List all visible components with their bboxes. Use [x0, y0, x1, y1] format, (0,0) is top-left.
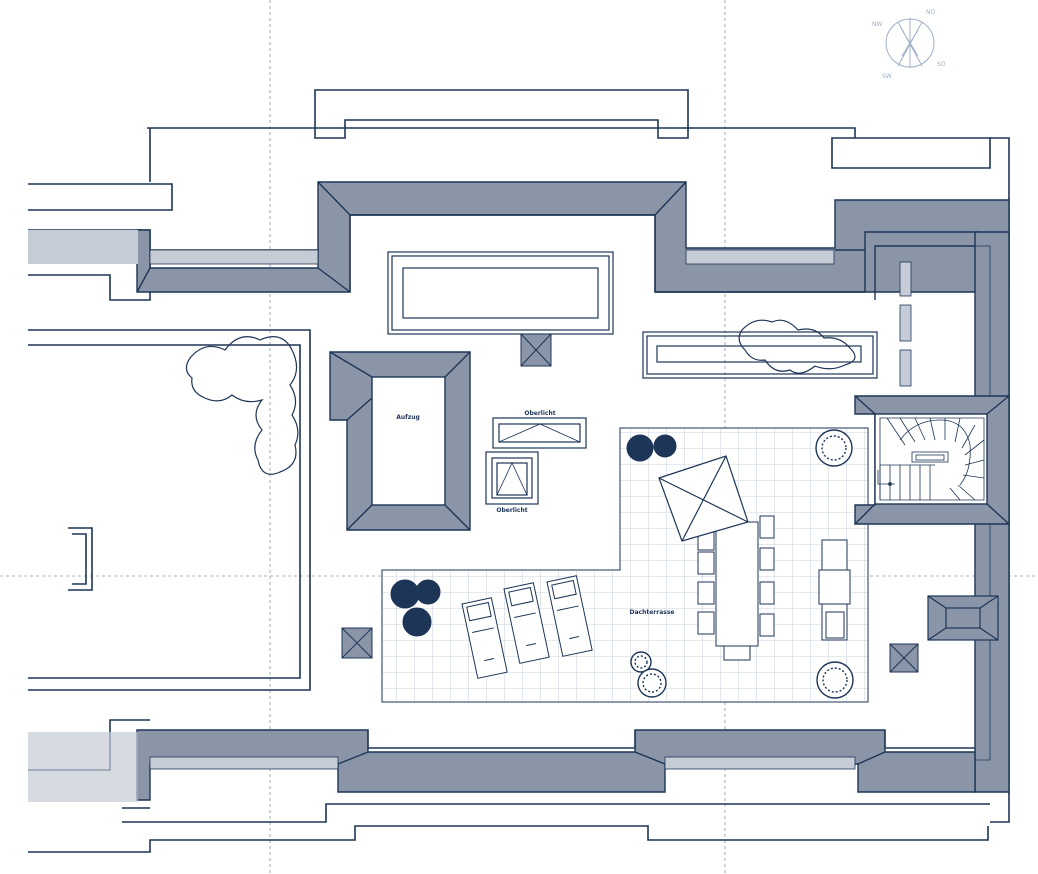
shrub-cluster-left: [390, 579, 441, 637]
chimney: [927, 595, 999, 641]
elevator-label: Aufzug: [396, 414, 420, 421]
compass-sw: SW: [882, 73, 892, 80]
compass-labels: NW NO SW SO: [872, 9, 946, 80]
shrub-cluster-terrace-top: [626, 434, 677, 462]
skylight-top-label: Oberlicht: [524, 410, 555, 417]
parasol: [658, 455, 749, 542]
outdoor-kitchen: [818, 539, 851, 641]
roof-vents: [341, 333, 919, 673]
terrace-label: Dachterrasse: [630, 609, 675, 616]
compass-nw: NW: [872, 21, 882, 28]
skylight-top: [492, 417, 587, 449]
skylight-bottom: [485, 451, 539, 505]
sun-loungers: [461, 575, 593, 679]
round-planters: [630, 429, 854, 699]
planter-box: [642, 331, 878, 379]
shrubs: [390, 434, 677, 637]
compass-no: NO: [926, 9, 935, 16]
tree-outlines: [185, 319, 856, 475]
rooftop-unit: [387, 251, 614, 335]
dining-table: [697, 515, 775, 661]
compass-so: SO: [937, 61, 946, 68]
stair-core: [854, 395, 1010, 525]
elevator-shaft: [329, 351, 471, 531]
roof-bands: [28, 181, 1010, 802]
window-strips: [899, 261, 912, 387]
skylight-bottom-label: Oberlicht: [496, 507, 527, 514]
compass-rose: [885, 18, 935, 68]
